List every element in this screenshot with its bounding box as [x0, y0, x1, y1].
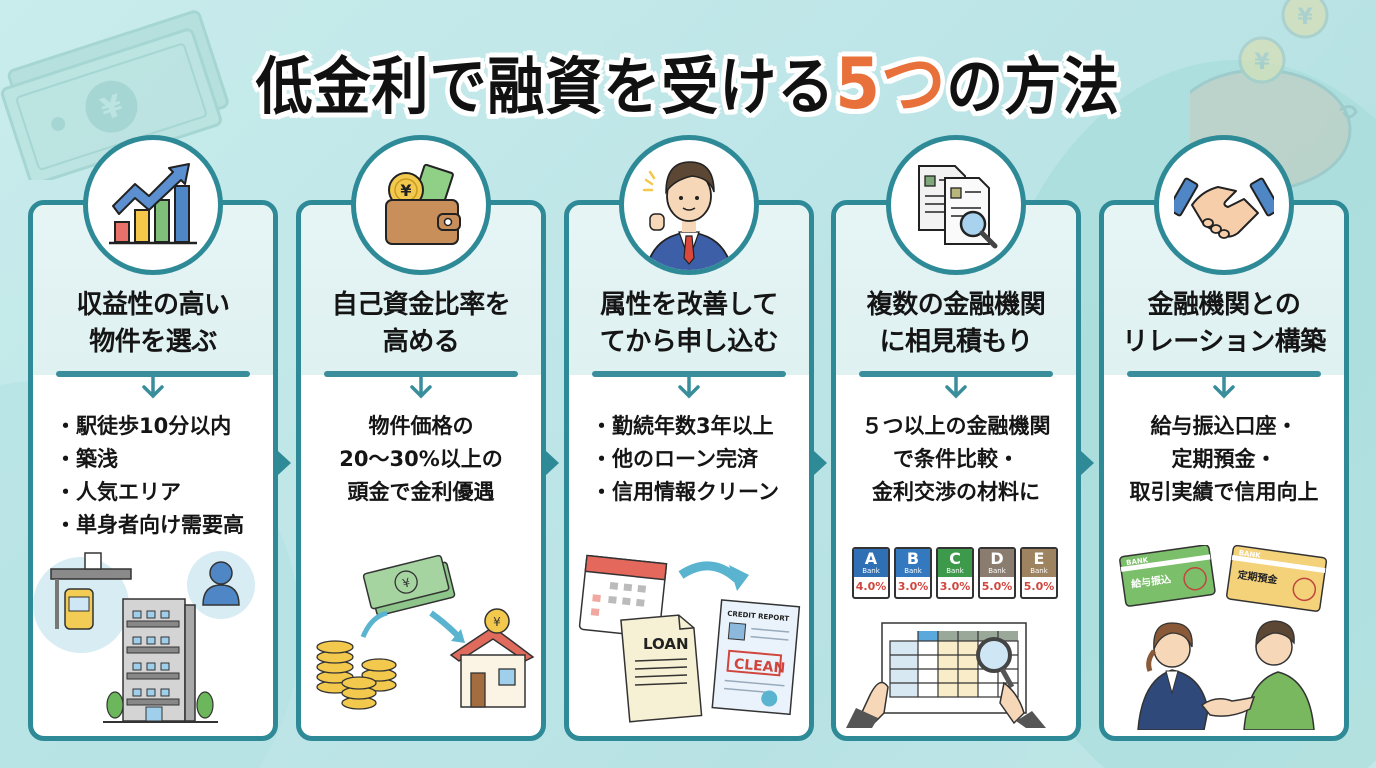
next-step-arrow-icon	[814, 451, 827, 475]
card-title: 属性を改善して てから申し込む	[569, 287, 809, 361]
body-line: で条件比較・	[893, 447, 1019, 471]
icon-badge	[619, 135, 759, 275]
divider	[56, 371, 250, 377]
card-title-line: 複数の金融機関	[866, 290, 1046, 320]
divider	[1127, 371, 1321, 377]
svg-text:¥: ¥	[493, 615, 501, 629]
card-title: 自己資金比率を 高める	[301, 287, 541, 361]
clean-stamp-label: CLEAN	[733, 656, 786, 676]
body-line: 給与振込口座・	[1150, 414, 1298, 438]
station-apartment-illustration	[33, 551, 255, 723]
loan-label: LOAN	[643, 635, 689, 653]
list-item: 他のローン完済	[591, 443, 809, 476]
card-title: 金融機関との リレーション構築	[1104, 287, 1344, 361]
card-body: 駅徒歩10分以内 築浅 人気エリア 単身者向け需要高	[33, 410, 273, 542]
body-line: 20〜30%以上の	[339, 447, 503, 471]
card-title-line: に相見積もり	[879, 327, 1033, 357]
list-item: 駅徒歩10分以内	[55, 410, 273, 443]
bank-cards-handshake-illustration: BANK 給与振込 BANK 定期預金	[1119, 545, 1328, 730]
documents-magnifier-icon	[918, 165, 998, 249]
coins-to-house-illustration: ¥ ¥	[316, 554, 535, 710]
body-line: 取引実績で信用向上	[1129, 480, 1319, 504]
method-card-3: 属性を改善して てから申し込む 勤続年数3年以上 他のローン完済 信用情報クリー…	[564, 135, 827, 741]
card2-bank-label: BANK	[1238, 549, 1262, 560]
next-step-arrow-icon	[1081, 451, 1094, 475]
down-arrow-icon	[142, 376, 164, 399]
svg-text:¥: ¥	[1297, 5, 1313, 30]
handshake-icon	[1174, 177, 1274, 239]
body-line: 定期預金・	[1171, 447, 1277, 471]
next-step-arrow-icon	[278, 451, 291, 475]
divider	[859, 371, 1053, 377]
down-arrow-icon	[410, 376, 432, 399]
method-card-4: 複数の金融機関 に相見積もり ５つ以上の金融機関 で条件比較・ 金利交渉の材料に…	[831, 135, 1094, 741]
card-title: 複数の金融機関 に相見積もり	[836, 287, 1076, 361]
wallet-yen-icon: ¥	[385, 163, 461, 245]
method-card-1: 収益性の高い 物件を選ぶ 駅徒歩10分以内 築浅 人気エリア 単身者向け需要高	[28, 135, 291, 741]
title-accent-suffix: つ	[881, 43, 947, 125]
list-item: 築浅	[55, 443, 273, 476]
spreadsheet-magnifier-icon	[846, 622, 1046, 728]
title-prefix: 低金利で融資を受ける	[255, 50, 836, 123]
body-line: 金利交渉の材料に	[872, 480, 1040, 504]
divider	[592, 371, 786, 377]
card-title-line: てから申し込む	[599, 327, 779, 357]
method-card-5: 金融機関との リレーション構築 給与振込口座・ 定期預金・ 取引実績で信用向上 …	[1099, 135, 1349, 741]
card-title-line: 自己資金比率を	[331, 290, 511, 320]
title-number: 5	[835, 43, 882, 125]
card-title-line: 金融機関との	[1147, 290, 1301, 320]
card-body: 物件価格の 20〜30%以上の 頭金で金利優遇	[301, 410, 541, 509]
body-line: ５つ以上の金融機関	[861, 414, 1051, 438]
card-body: ５つ以上の金融機関 で条件比較・ 金利交渉の材料に	[836, 410, 1076, 509]
down-arrow-icon	[678, 376, 700, 399]
card-title-line: リレーション構築	[1122, 327, 1326, 357]
icon-badge	[83, 135, 223, 275]
card-title-line: 物件を選ぶ	[89, 327, 217, 357]
icon-badge	[886, 135, 1026, 275]
body-line: 物件価格の	[368, 414, 474, 438]
list-item: 人気エリア	[55, 476, 273, 509]
method-card-2: ¥ 自己資金比率を 高める 物件価格の 20〜30%以上の 頭金で金利優遇 ¥	[296, 135, 559, 741]
body-line: 頭金で金利優遇	[347, 480, 495, 504]
card-title-line: 属性を改善して	[600, 290, 778, 320]
divider	[324, 371, 518, 377]
list-item: 単身者向け需要高	[55, 509, 273, 542]
page-title: 低金利で融資を受ける5つの方法	[0, 28, 1376, 129]
svg-text:¥: ¥	[401, 575, 412, 591]
down-arrow-icon	[945, 376, 967, 399]
bar-chart-up-icon	[109, 163, 197, 245]
list-item: 信用情報クリーン	[591, 476, 809, 509]
loan-credit-report-illustration: LOAN CREDIT REPORT CLEAN	[578, 554, 801, 723]
down-arrow-icon	[1213, 376, 1235, 399]
card1-bank-label: BANK	[1126, 556, 1150, 567]
card-body: 勤続年数3年以上 他のローン完済 信用情報クリーン	[569, 410, 809, 509]
svg-text:¥: ¥	[400, 181, 411, 200]
icon-badge: ¥	[351, 135, 491, 275]
card-body: 給与振込口座・ 定期預金・ 取引実績で信用向上	[1104, 410, 1344, 509]
title-suffix: の方法	[946, 50, 1121, 123]
icon-badge	[1154, 135, 1294, 275]
card-title-line: 高める	[382, 327, 460, 357]
next-step-arrow-icon	[546, 451, 559, 475]
list-item: 勤続年数3年以上	[591, 410, 809, 443]
card-title: 収益性の高い 物件を選ぶ	[33, 287, 273, 361]
businessman-icon	[642, 161, 733, 270]
card-title-line: 収益性の高い	[76, 290, 230, 320]
